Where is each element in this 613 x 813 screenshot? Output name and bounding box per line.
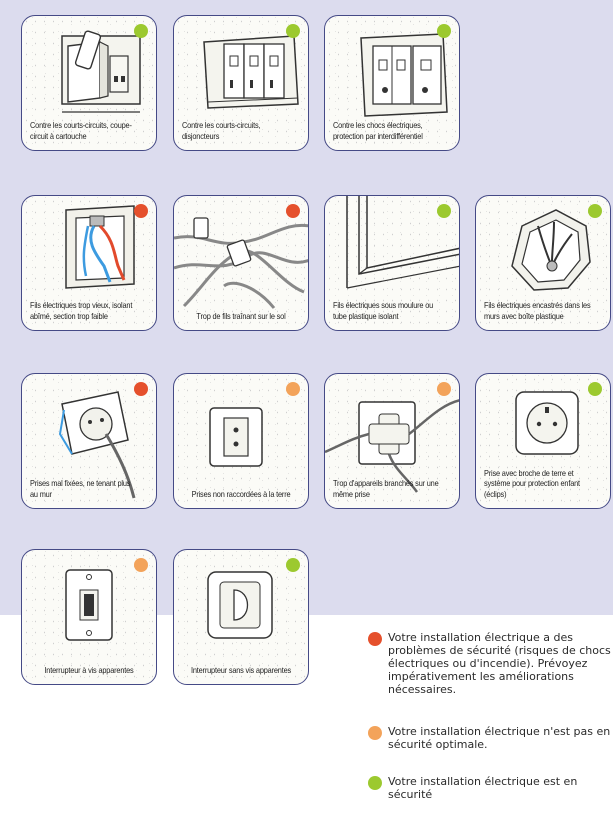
modern-switch-icon [207, 571, 273, 639]
card-cartridge-fuse: Contre les courts-circuits, coupe-circui… [21, 15, 157, 151]
card-caption: Fils électriques sous moulure ou tube pl… [333, 300, 434, 321]
card-cable-molding: Fils électriques sous moulure ou tube pl… [324, 195, 460, 331]
card-caption: Trop de fils traînant sur le sol [196, 310, 286, 321]
legend-text: Votre installation électrique est en séc… [388, 775, 578, 801]
status-dot [588, 204, 602, 218]
status-dot [437, 204, 451, 218]
card-caption: Contre les courts-circuits, coupe-circui… [30, 120, 132, 141]
status-dot [437, 382, 451, 396]
card-loose-socket: Prises mal fixées, ne tenant plus au mur [21, 373, 157, 509]
damaged-wires-icon [65, 205, 135, 289]
card-caption: Contre les courts-circuits, disjoncteurs [182, 120, 261, 141]
legend-text: Votre installation électrique a des prob… [388, 631, 611, 696]
differential-switch-icon [360, 33, 448, 117]
status-dot [286, 558, 300, 572]
ungrounded-socket-icon [209, 407, 263, 467]
card-ungrounded-socket: Prises non raccordées à la terre [173, 373, 309, 509]
loose-socket-icon [58, 391, 136, 499]
status-dot [588, 382, 602, 396]
card-caption: Contre les chocs électriques, protection… [333, 120, 423, 141]
safe-socket-icon [515, 391, 579, 455]
card-differential-switch: Contre les chocs électriques, protection… [324, 15, 460, 151]
legend-item-red: Votre installation électrique a des prob… [368, 631, 611, 711]
status-dot [134, 382, 148, 396]
card-caption: Fils électriques encastrés dans les murs… [484, 300, 591, 321]
status-dot [286, 382, 300, 396]
card-caption: Prises mal fixées, ne tenant plus au mur [30, 478, 131, 499]
card-damaged-wires: Fils électriques trop vieux, isolant abî… [21, 195, 157, 331]
circuit-breaker-icon [203, 35, 299, 109]
status-dot [368, 776, 382, 790]
legend-item-green: Votre installation électrique est en séc… [368, 775, 608, 805]
cartridge-fuse-icon [61, 30, 141, 113]
card-caption: Trop d'appareils branchés sur une même p… [333, 478, 439, 499]
status-dot [437, 24, 451, 38]
junction-box-icon [511, 209, 591, 291]
card-modern-switch: Interrupteur sans vis apparentes [173, 549, 309, 685]
cable-molding-icon [346, 196, 459, 289]
overloaded-adapter-icon [325, 399, 459, 493]
status-dot [134, 204, 148, 218]
card-caption: Prises non raccordées à la terre [191, 488, 291, 499]
card-safe-socket: Prise avec broche de terre et système po… [475, 373, 611, 509]
legend-text: Votre installation électrique n'est pas … [388, 725, 611, 751]
card-caption: Prise avec broche de terre et système po… [484, 467, 580, 499]
card-circuit-breaker: Contre les courts-circuits, disjoncteurs [173, 15, 309, 151]
card-caption: Interrupteur à vis apparentes [44, 664, 134, 675]
legend-item-orange: Votre installation électrique n'est pas … [368, 725, 610, 755]
card-cables-on-floor: Trop de fils traînant sur le sol [173, 195, 309, 331]
exposed-screw-switch-icon [65, 569, 113, 641]
card-exposed-screw-switch: Interrupteur à vis apparentes [21, 549, 157, 685]
status-dot [286, 24, 300, 38]
status-dot [368, 632, 382, 646]
status-dot [286, 204, 300, 218]
card-caption: Fils électriques trop vieux, isolant abî… [30, 300, 133, 321]
card-caption: Interrupteur sans vis apparentes [190, 664, 292, 675]
status-dot [134, 558, 148, 572]
status-dot [368, 726, 382, 740]
card-overloaded-adapter: Trop d'appareils branchés sur une même p… [324, 373, 460, 509]
card-junction-box: Fils électriques encastrés dans les murs… [475, 195, 611, 331]
status-dot [134, 24, 148, 38]
cables-on-floor-icon [174, 217, 308, 309]
